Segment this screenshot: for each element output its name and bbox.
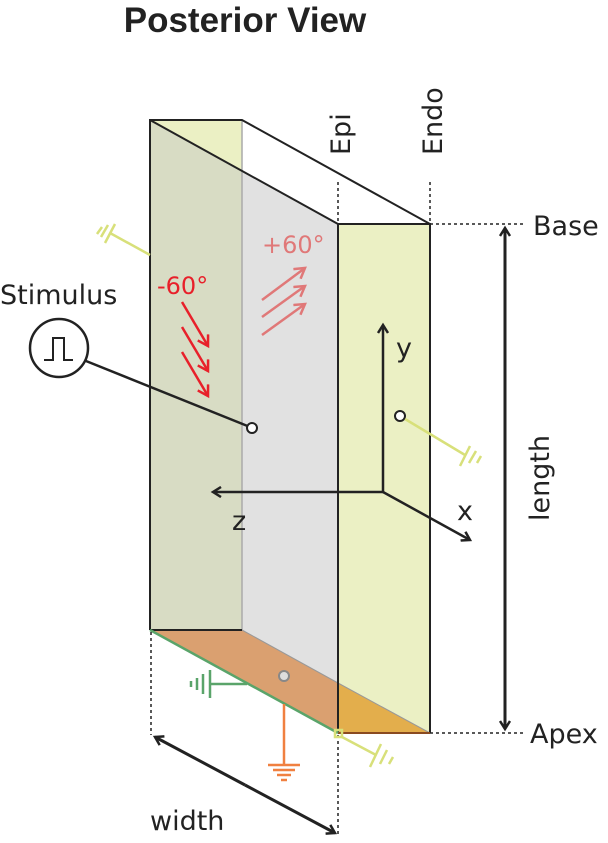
x-axis [382,490,470,540]
length-label: length [525,435,556,521]
guide-lines [150,182,525,835]
epi-label: Epi [326,113,357,155]
width-arrow [155,737,246,787]
width-label: width [150,806,224,837]
y-axis-label: y [396,333,412,364]
stimulus-label: Stimulus [0,280,117,311]
minus-60-label: -60° [157,272,208,300]
ground-icon-bottom-green [189,670,247,698]
inner-gray-face [242,171,338,733]
base-label: Base [533,211,599,242]
bottom-green-edge [149,628,339,735]
ground-icon-apex [333,728,395,768]
ground-icon-epi [95,223,151,257]
tissue-slab [149,119,431,735]
apex-label: Apex [530,719,598,750]
endo-electrode [394,410,406,422]
bottom-electrode [278,670,290,682]
x-axis-label: x [457,496,473,527]
ground-icon-endo [404,417,483,467]
fiber-arrows-plus [261,268,305,337]
ground-icon-bottom-orange [268,704,300,782]
plus-60-label: +60° [262,231,325,259]
coordinate-axes [213,325,470,540]
page-title: Posterior View [124,1,367,40]
stimulus-electrode [246,422,258,434]
fiber-arrows-minus [180,301,208,396]
endo-label: Endo [418,87,449,155]
stimulus-pulse-icon [28,317,90,379]
z-axis-label: z [232,506,246,537]
